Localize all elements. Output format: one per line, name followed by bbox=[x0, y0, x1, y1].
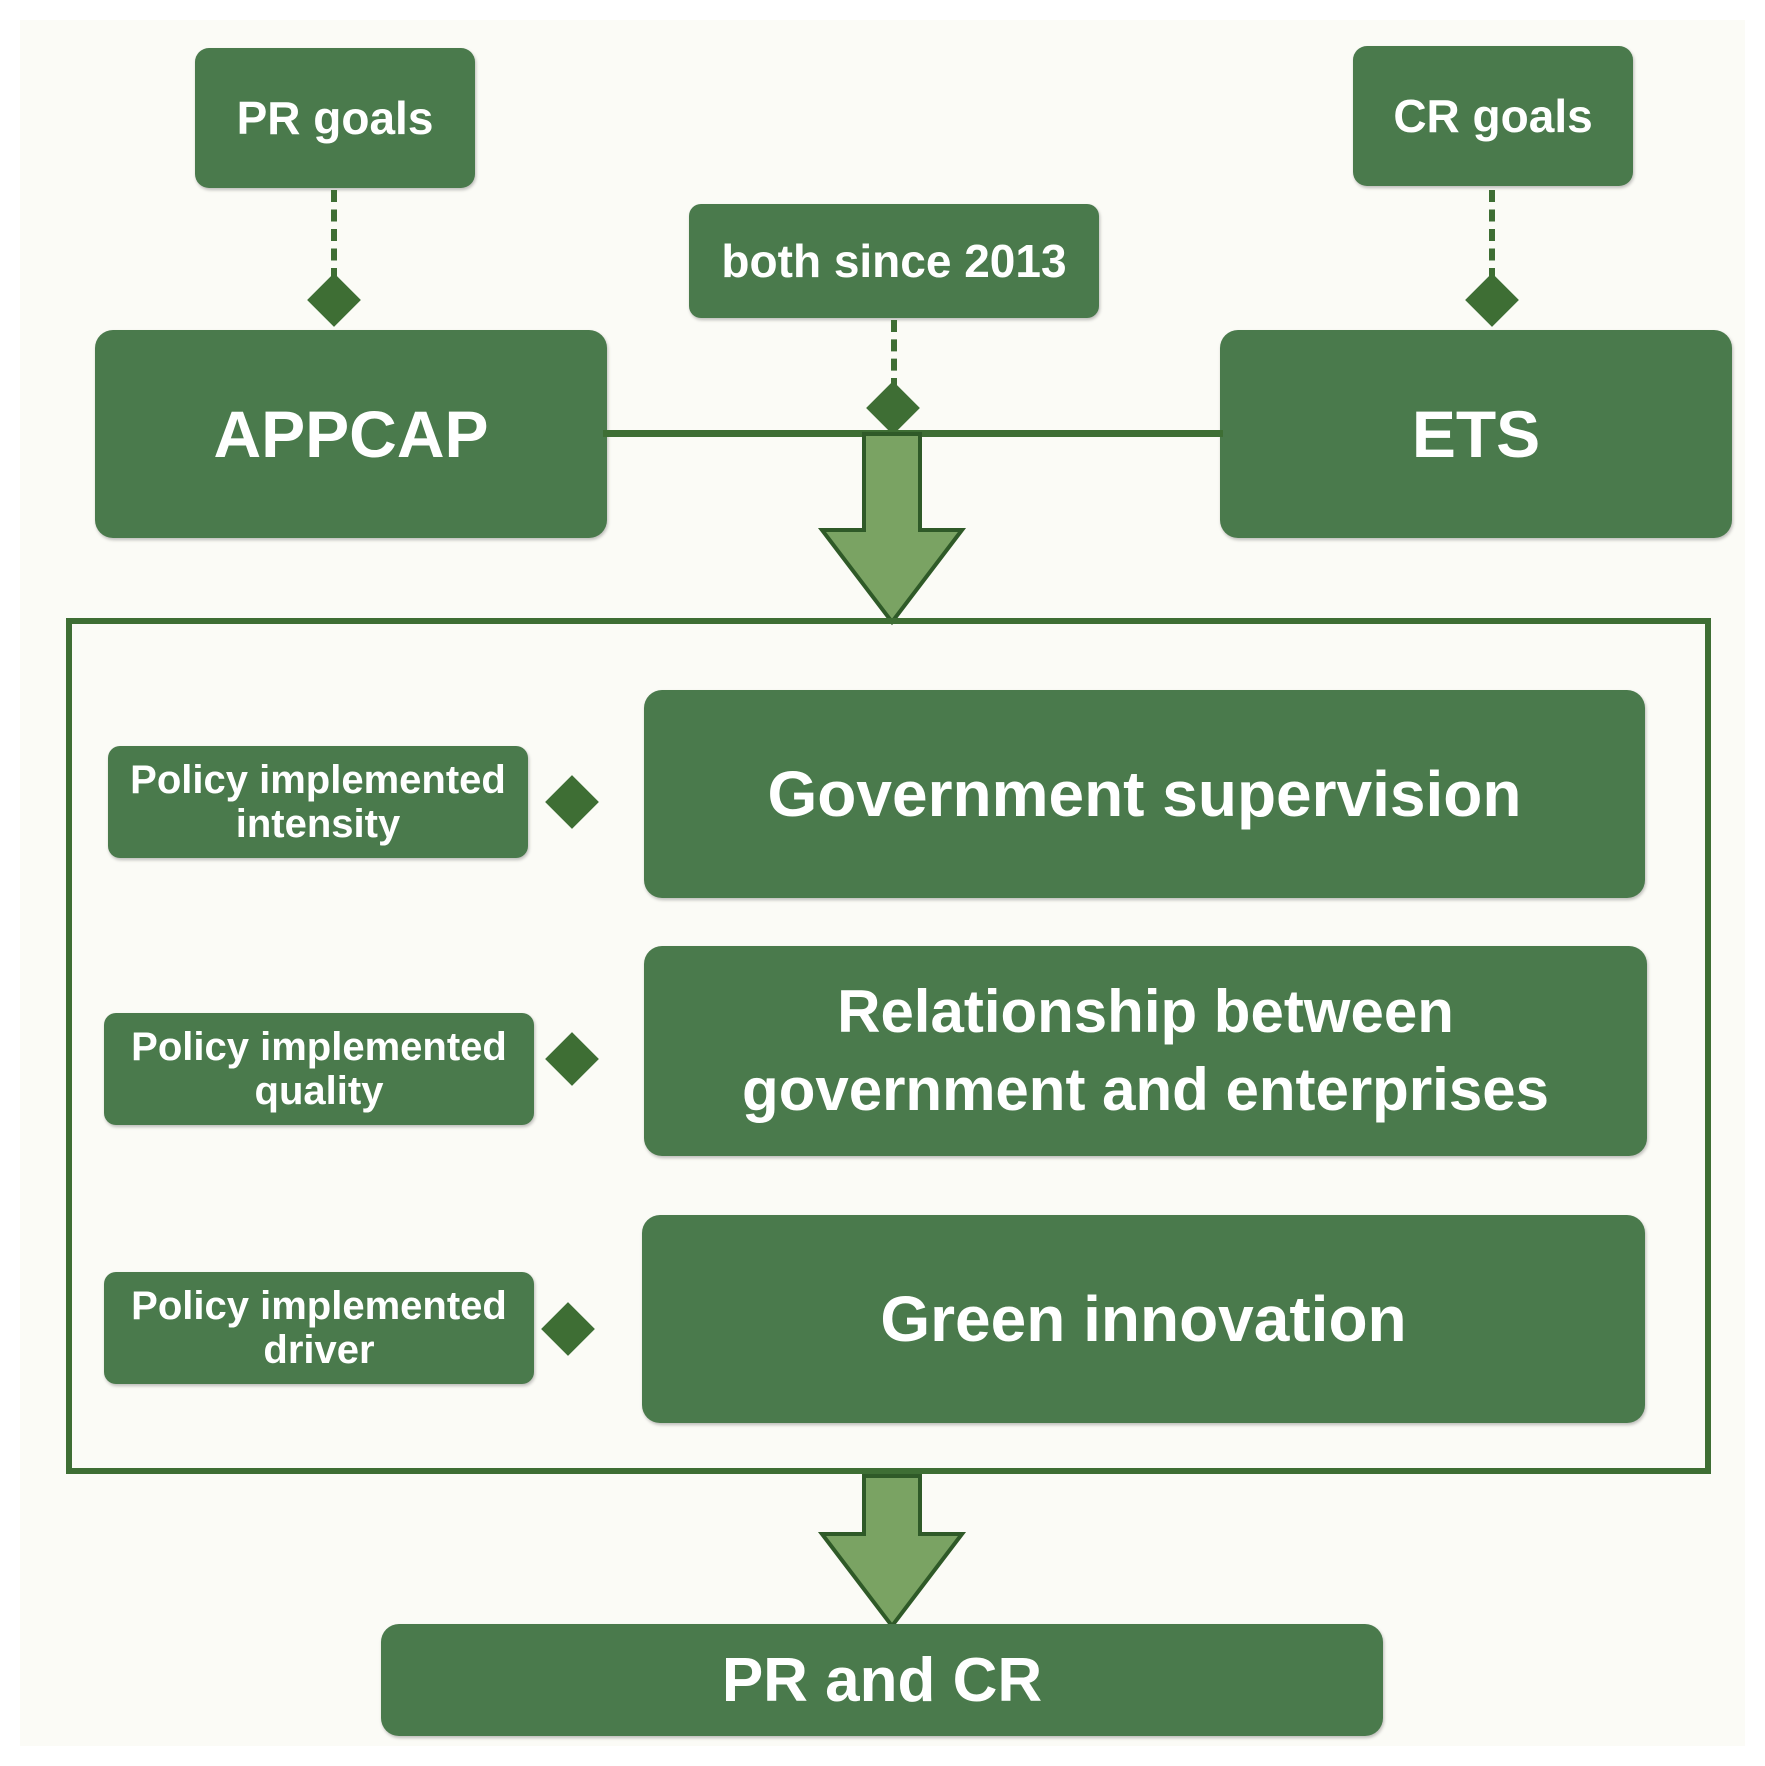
pr-goals-label: PR goals bbox=[236, 92, 434, 144]
mechanism-frame bbox=[66, 618, 1711, 1474]
condition-line-1: Policy implemented bbox=[131, 1284, 507, 1328]
both-since-box: both since 2013 bbox=[689, 204, 1099, 318]
cr-goals-box: CR goals bbox=[1353, 46, 1633, 186]
government-supervision-box: Government supervision bbox=[644, 690, 1645, 898]
green-innovation-label: Green innovation bbox=[880, 1283, 1407, 1355]
green-innovation-box: Green innovation bbox=[642, 1215, 1645, 1423]
condition-line-2: driver bbox=[263, 1328, 375, 1372]
appcap-box: APPCAP bbox=[95, 330, 607, 538]
cr-goals-label: CR goals bbox=[1393, 90, 1593, 142]
both-since-connector bbox=[891, 320, 897, 390]
pr-goals-box: PR goals bbox=[195, 48, 475, 188]
condition-line-2: quality bbox=[254, 1069, 384, 1113]
relationship-box: Relationship between government and enter… bbox=[644, 946, 1647, 1156]
appcap-label: APPCAP bbox=[213, 397, 489, 471]
ets-label: ETS bbox=[1411, 397, 1541, 471]
cr-goals-connector bbox=[1489, 190, 1495, 280]
government-supervision-label: Government supervision bbox=[767, 758, 1522, 830]
down-arrow-bottom bbox=[817, 1474, 967, 1630]
relationship-line-1: Relationship between bbox=[837, 978, 1454, 1045]
outcome-label: PR and CR bbox=[721, 1645, 1043, 1715]
both-since-label: both since 2013 bbox=[721, 235, 1067, 287]
condition-line-1: Policy implemented bbox=[131, 1025, 507, 1069]
ets-box: ETS bbox=[1220, 330, 1732, 538]
outcome-box: PR and CR bbox=[381, 1624, 1383, 1736]
down-arrow-top bbox=[817, 432, 967, 626]
relationship-line-2: government and enterprises bbox=[742, 1056, 1549, 1123]
condition-line-2: intensity bbox=[235, 802, 401, 846]
condition-line-1: Policy implemented bbox=[130, 758, 506, 802]
pr-goals-connector bbox=[331, 190, 337, 280]
